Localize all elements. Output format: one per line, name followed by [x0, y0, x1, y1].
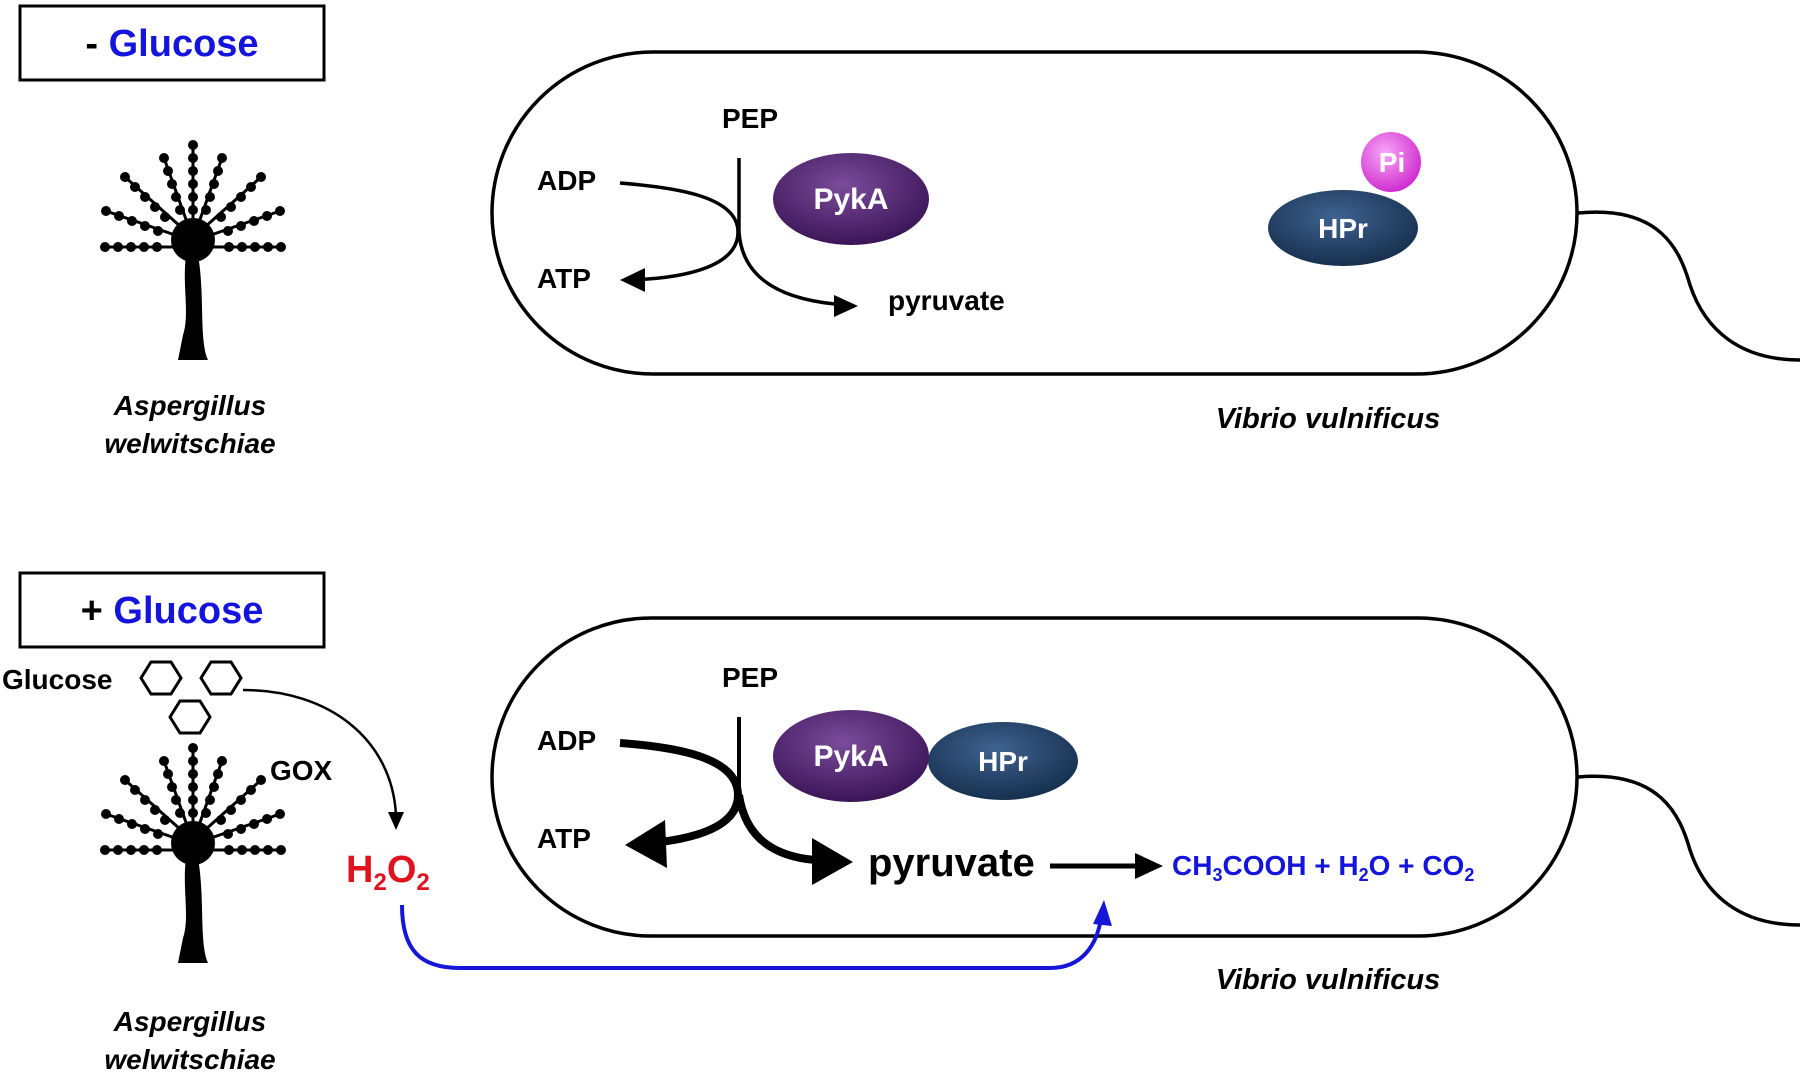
gox-arrow	[242, 688, 398, 816]
atp-arrowhead	[620, 268, 645, 292]
gox-arrowhead	[388, 812, 404, 830]
bacterium-cell	[490, 50, 1579, 376]
glucose-label: Glucose	[2, 664, 112, 695]
glucose-hexagon-icon	[199, 660, 243, 696]
atp-label: ATP	[537, 263, 591, 294]
aspergillus-icon	[98, 138, 288, 362]
hpr-ellipse	[1268, 190, 1418, 266]
adp-atp-curve	[619, 739, 743, 847]
pyka-ellipse	[773, 153, 929, 245]
h2o2-attack-arrow	[400, 904, 1103, 970]
gox-label: GOX	[270, 755, 333, 786]
condition-sign: +	[81, 590, 103, 632]
pyruvate-arrowhead	[834, 295, 858, 317]
pi-label: Pi	[1379, 147, 1405, 178]
adp-atp-curve	[619, 181, 740, 282]
bacterium-name: Vibrio vulnificus	[1216, 964, 1441, 996]
pi-phosphate	[1361, 132, 1421, 192]
pyka-label: PykA	[813, 183, 888, 216]
condition-label: + Glucose	[81, 590, 264, 632]
condition-box	[18, 4, 326, 82]
adp-label: ADP	[537, 165, 596, 196]
hpr-label: HPr	[978, 746, 1028, 777]
condition-box	[18, 571, 326, 649]
fungus-name-line1: Aspergillus	[113, 1006, 266, 1037]
pyruvate-arrowhead	[812, 838, 853, 885]
pyka-label: PykA	[813, 740, 888, 773]
pyruvate-to-products-arrowhead	[1135, 853, 1163, 879]
products-label: CH3COOH + H2O + CO2	[1172, 850, 1474, 885]
panel-minus-glucose: - Glucose Aspergillus welwitschiae PEP A…	[18, 4, 1800, 459]
glucose-hexagon-icon	[168, 699, 212, 735]
glucose-hexagon-icon	[139, 660, 183, 696]
flagellum	[1577, 774, 1800, 927]
bacterium-name: Vibrio vulnificus	[1216, 403, 1441, 435]
condition-label: - Glucose	[85, 23, 258, 65]
fungus-name-line1: Aspergillus	[113, 390, 266, 421]
hpr-ellipse	[928, 722, 1078, 800]
hpr-label: HPr	[1318, 213, 1368, 244]
panel-plus-glucose: + Glucose Glucose GOX Aspergillus welwit…	[2, 571, 1800, 1074]
pep-pyruvate-curve	[737, 231, 836, 306]
pyruvate-label: pyruvate	[888, 285, 1005, 316]
fungus-name-line2: welwitschiae	[104, 428, 275, 459]
pyruvate-label: pyruvate	[868, 841, 1035, 885]
pep-pyruvate-curve	[735, 794, 816, 864]
fungus-name-line2: welwitschiae	[104, 1044, 275, 1074]
condition-sign: -	[85, 23, 98, 65]
adp-label: ADP	[537, 725, 596, 756]
h2o2-attack-arrowhead	[1093, 900, 1112, 926]
pep-label: PEP	[722, 103, 778, 134]
flagellum	[1577, 210, 1800, 362]
pep-label: PEP	[722, 662, 778, 693]
atp-label: ATP	[537, 823, 591, 854]
condition-sugar: Glucose	[109, 23, 259, 65]
condition-sugar: Glucose	[113, 590, 263, 632]
h2o2-label: H2O2	[346, 849, 430, 896]
atp-arrowhead	[625, 820, 667, 868]
aspergillus-icon	[98, 741, 288, 965]
pyka-ellipse	[773, 710, 929, 802]
